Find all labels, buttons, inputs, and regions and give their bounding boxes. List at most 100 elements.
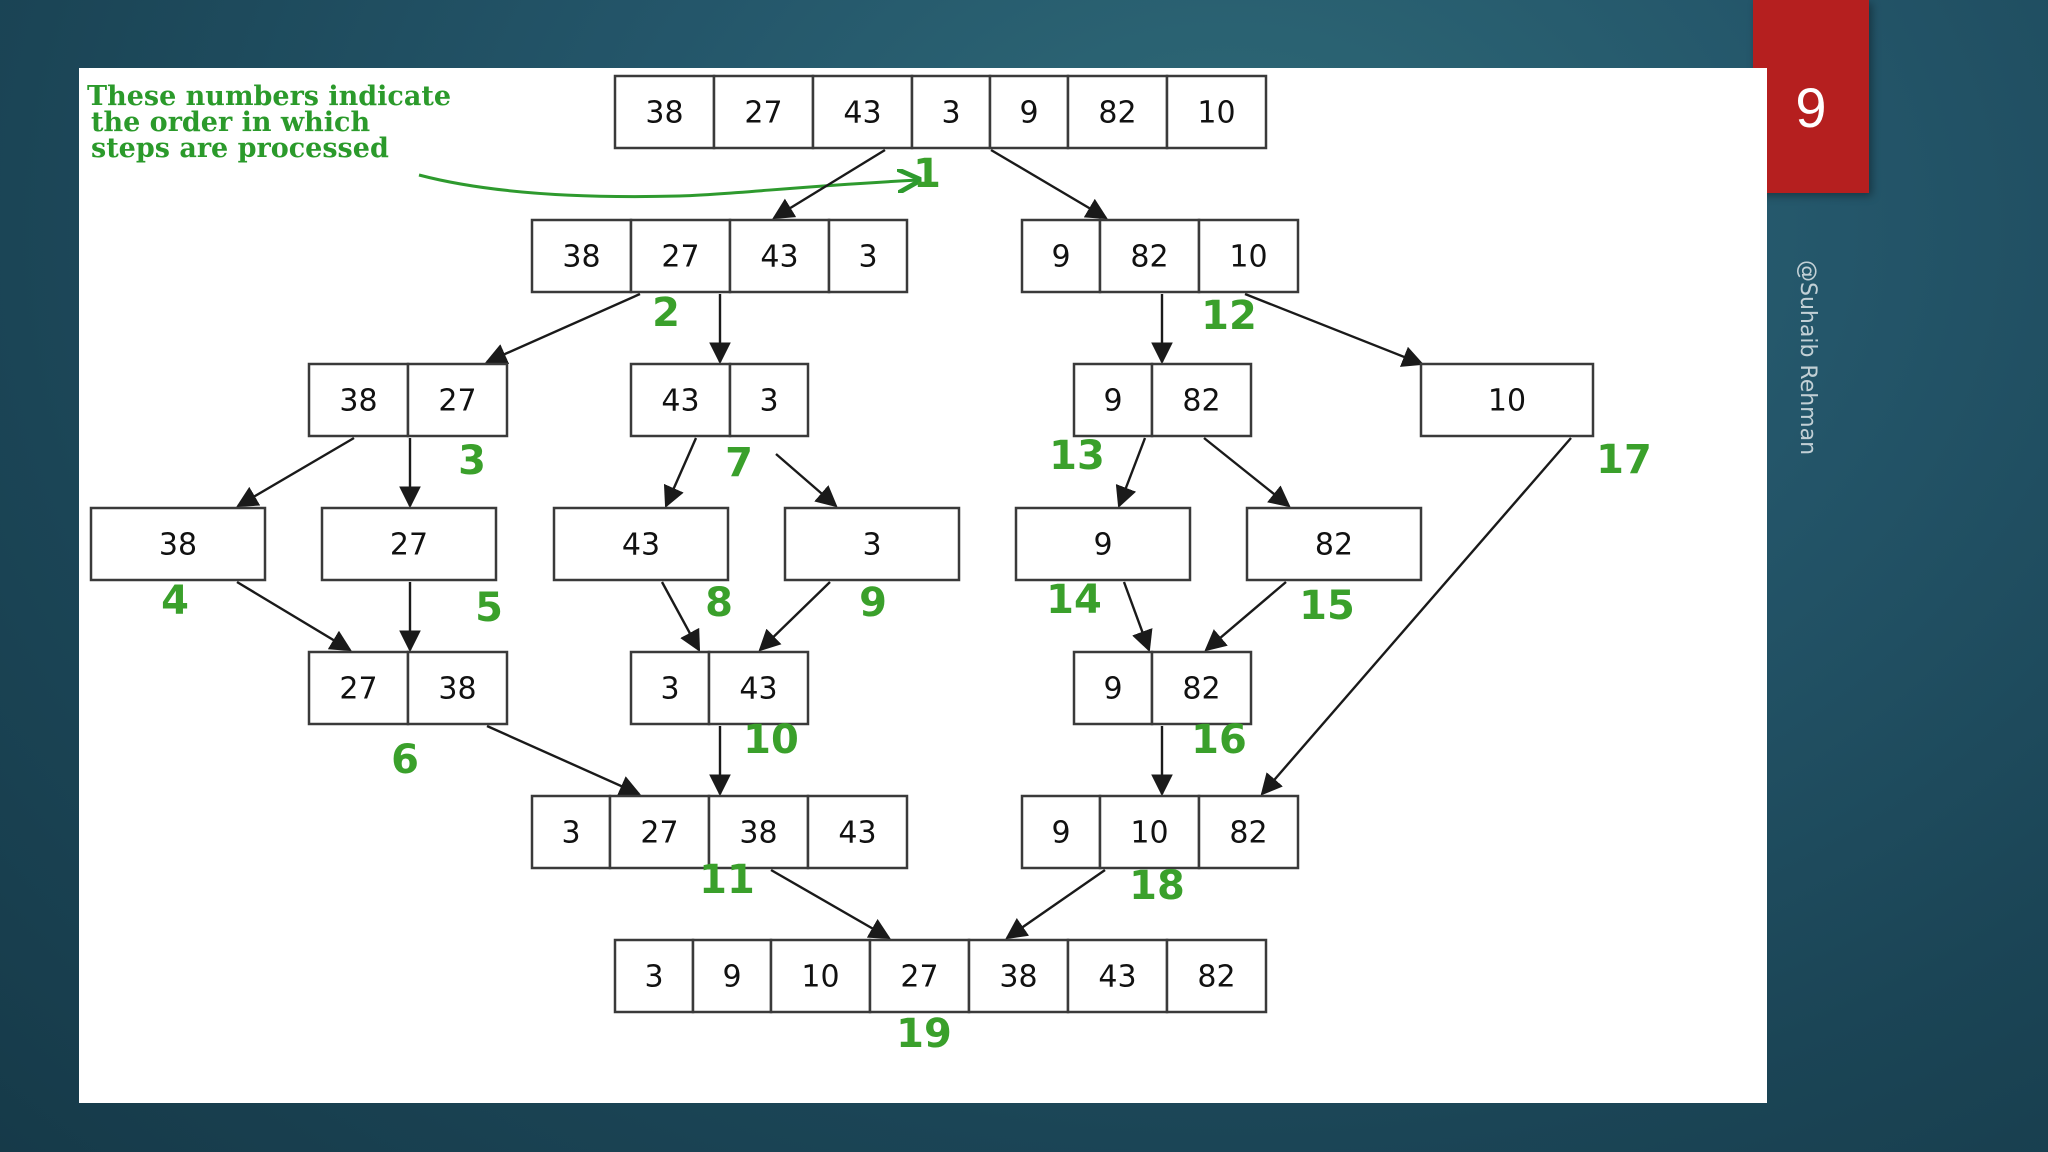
array-cell-box bbox=[1150, 650, 1253, 726]
array-cell: 3 bbox=[827, 218, 909, 294]
array-cell-box bbox=[1165, 938, 1268, 1014]
array-cell-value: 9 bbox=[1093, 528, 1112, 563]
edge-arrow-10 bbox=[775, 453, 838, 508]
array-cell-box bbox=[406, 362, 509, 438]
edge-arrow-6 bbox=[1244, 292, 1425, 367]
array-cell: 43 bbox=[811, 74, 914, 150]
array-cell: 9 bbox=[1020, 218, 1102, 294]
array-cell-box bbox=[552, 506, 730, 582]
edge-arrow-13 bbox=[236, 580, 352, 652]
array-node-n18: 9 10 82 bbox=[1020, 794, 1300, 870]
array-cell-value: 43 bbox=[838, 816, 876, 851]
edge-arrow-23 bbox=[770, 868, 891, 940]
array-cell: 9 bbox=[1072, 650, 1154, 726]
array-cell: 9 bbox=[1072, 362, 1154, 438]
step-label-s16: 16 bbox=[1191, 717, 1247, 763]
edge-arrow-1 bbox=[772, 148, 886, 220]
array-cell-value: 38 bbox=[438, 672, 476, 707]
array-cell: 38 bbox=[613, 74, 716, 150]
array-cell-box bbox=[691, 938, 773, 1014]
step-label-s5: 5 bbox=[475, 585, 503, 631]
edge-arrow-3 bbox=[485, 292, 641, 364]
array-cell: 82 bbox=[1245, 506, 1423, 582]
array-cell-value: 27 bbox=[390, 528, 428, 563]
array-cell-box bbox=[608, 794, 711, 870]
array-cell: 27 bbox=[868, 938, 971, 1014]
array-cell-value: 27 bbox=[744, 96, 782, 131]
array-cell: 10 bbox=[1197, 218, 1300, 294]
author-watermark: @Suhaib Rehman bbox=[1795, 260, 1820, 456]
array-cell: 82 bbox=[1150, 362, 1253, 438]
edge-arrow-11 bbox=[1115, 437, 1147, 509]
array-cell-box bbox=[1098, 794, 1201, 870]
array-cell: 27 bbox=[608, 794, 711, 870]
array-cell-value: 3 bbox=[759, 384, 778, 419]
array-cell: 82 bbox=[1066, 74, 1169, 150]
edge-arrow-16 bbox=[758, 581, 831, 652]
array-cell: 27 bbox=[712, 74, 815, 150]
slide-number-tab: 9 bbox=[1753, 0, 1869, 193]
array-cell: 82 bbox=[1098, 218, 1201, 294]
array-cell-box bbox=[910, 74, 992, 150]
array-cell-value: 82 bbox=[1098, 96, 1136, 131]
array-node-n13: 9 82 bbox=[1072, 362, 1253, 438]
array-cell: 10 bbox=[1419, 362, 1595, 438]
array-cell-box bbox=[1245, 506, 1423, 582]
array-cell-box bbox=[1197, 218, 1300, 294]
edge-arrow-7 bbox=[236, 436, 355, 508]
array-cell: 27 bbox=[320, 506, 498, 582]
merge-sort-diagram: These numbers indicate the order in whic… bbox=[79, 68, 1767, 1103]
array-cell-box bbox=[89, 506, 267, 582]
array-cell-value: 10 bbox=[801, 960, 839, 995]
step-label-s3: 3 bbox=[458, 438, 486, 484]
step-label-s2: 2 bbox=[652, 290, 680, 336]
array-cell-value: 38 bbox=[739, 816, 777, 851]
array-cell: 10 bbox=[769, 938, 872, 1014]
array-cell-value: 3 bbox=[644, 960, 663, 995]
array-cell-box bbox=[827, 218, 909, 294]
step-label-s8: 8 bbox=[705, 580, 733, 626]
array-cell-value: 3 bbox=[561, 816, 580, 851]
step-label-s11: 11 bbox=[699, 857, 755, 903]
array-cell-box bbox=[629, 650, 711, 726]
array-cell-value: 82 bbox=[1229, 816, 1267, 851]
edge-arrow-9 bbox=[663, 437, 698, 508]
array-cell-box bbox=[707, 650, 810, 726]
array-cell-value: 9 bbox=[1019, 96, 1038, 131]
array-cell-box bbox=[868, 938, 971, 1014]
array-cell-box bbox=[1150, 362, 1253, 438]
array-cell-value: 10 bbox=[1130, 816, 1168, 851]
array-cell-box bbox=[1014, 506, 1192, 582]
array-cell: 3 bbox=[728, 362, 810, 438]
array-cell-value: 38 bbox=[999, 960, 1037, 995]
array-cell-box bbox=[1020, 218, 1102, 294]
array-cell: 9 bbox=[1020, 794, 1102, 870]
array-cell-value: 43 bbox=[739, 672, 777, 707]
array-cell: 43 bbox=[806, 794, 909, 870]
array-cell: 82 bbox=[1197, 794, 1300, 870]
array-cell: 43 bbox=[552, 506, 730, 582]
array-cell-box bbox=[1066, 74, 1169, 150]
step-label-s18: 18 bbox=[1129, 863, 1185, 909]
array-cell: 27 bbox=[629, 218, 732, 294]
note-pointer-arrow bbox=[418, 175, 919, 199]
step-label-s9: 9 bbox=[859, 580, 887, 626]
edge-arrow-22 bbox=[1260, 437, 1572, 796]
edge-arrow-19 bbox=[486, 724, 641, 796]
step-order-note: These numbers indicate the order in whic… bbox=[87, 81, 451, 164]
edge-arrow-24 bbox=[1005, 869, 1106, 940]
step-label-s12: 12 bbox=[1201, 293, 1257, 339]
array-cell-value: 43 bbox=[760, 240, 798, 275]
array-cell: 43 bbox=[728, 218, 831, 294]
array-cell-value: 27 bbox=[900, 960, 938, 995]
array-cell-value: 82 bbox=[1182, 384, 1220, 419]
edge-arrow-17 bbox=[1122, 581, 1153, 653]
array-cell: 9 bbox=[988, 74, 1070, 150]
array-cell: 27 bbox=[307, 650, 410, 726]
